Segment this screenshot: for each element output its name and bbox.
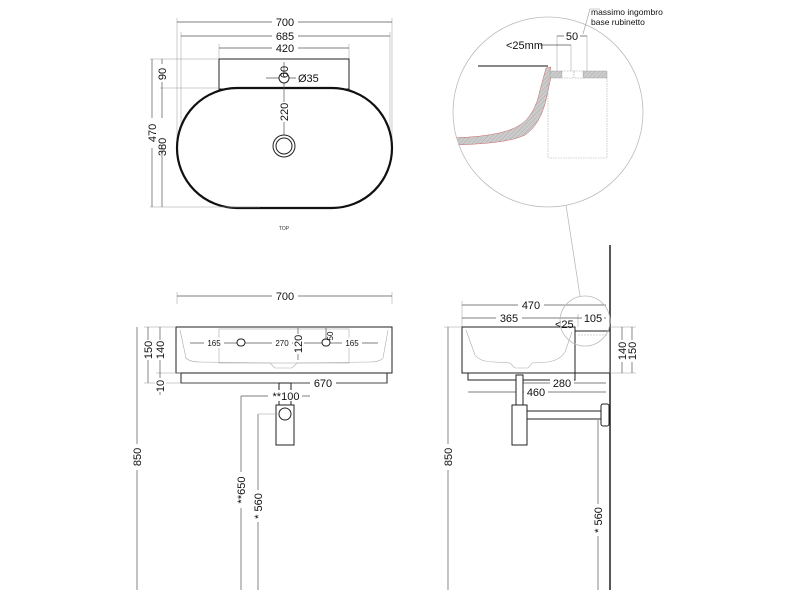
hole-size-50: 50 [326, 331, 335, 340]
trap-height-650: **650 [236, 477, 248, 504]
tap-hole-diameter: Ø35 [298, 73, 319, 85]
base-width-670: 670 [314, 378, 332, 390]
base-height-10: 10 [155, 380, 167, 392]
wall-outlet-pipe [526, 410, 603, 420]
drain-from-wall-280: 280 [553, 378, 571, 390]
side-floor-850: 850 [443, 448, 455, 466]
base-depth-460: 460 [527, 387, 545, 399]
basin-front [175, 326, 393, 374]
hole-right-165: 165 [345, 339, 359, 348]
hole-height-120: 120 [293, 335, 305, 353]
detail-marker [559, 295, 611, 347]
top-depth-470: 470 [147, 124, 159, 142]
hole-spacing-270: 270 [275, 339, 289, 348]
note-line-1: massimo ingombro [591, 7, 663, 17]
tap-base-50: 50 [566, 31, 578, 43]
tap-hole [278, 72, 290, 84]
top-width-685: 685 [276, 31, 294, 43]
rim-25: <25 [555, 319, 574, 331]
side-view: 470 365 105 140 150 280 460 850 * 560 <2… [442, 245, 639, 590]
rim-25mm: <25mm [506, 40, 543, 52]
top-width-420: 420 [276, 43, 294, 55]
tap-offset: 60 [279, 66, 291, 78]
side-waste-pipe [515, 374, 524, 406]
trap-width-100: **100 [273, 391, 300, 403]
side-depth-365: 365 [500, 313, 518, 325]
basin-base [180, 372, 388, 384]
side-bottle-trap [511, 404, 528, 446]
note-line-2: base rubinetto [591, 17, 645, 27]
overflow-hole-left [236, 338, 246, 347]
top-depth-380: 380 [157, 138, 169, 156]
top-view: 700 685 420 Ø35 220 60 470 380 90 TOP [144, 15, 394, 232]
front-height-140: 140 [155, 341, 167, 359]
top-depth-90: 90 [157, 68, 169, 80]
front-height-150: 150 [143, 341, 155, 359]
basin-side [461, 326, 576, 374]
rim-detail: 50 <25mm massimo ingombro base rubinetto [452, 7, 663, 347]
front-view: 700 165 270 165 120 50 150 140 10 670 **… [131, 289, 393, 590]
side-depth-470: 470 [522, 300, 540, 312]
front-width-700: 700 [276, 291, 294, 303]
side-height-150: 150 [627, 342, 639, 360]
drain-distance: 220 [279, 103, 291, 121]
hole-left-165: 165 [207, 339, 221, 348]
deck-depth-105: 105 [584, 313, 602, 325]
top-width-700: 700 [276, 17, 294, 29]
front-floor-850: 850 [132, 448, 144, 466]
side-outlet-560: * 560 [593, 507, 605, 533]
front-outlet-560: * 560 [253, 493, 265, 519]
top-view-caption: TOP [279, 226, 290, 232]
side-height-140: 140 [617, 342, 629, 360]
